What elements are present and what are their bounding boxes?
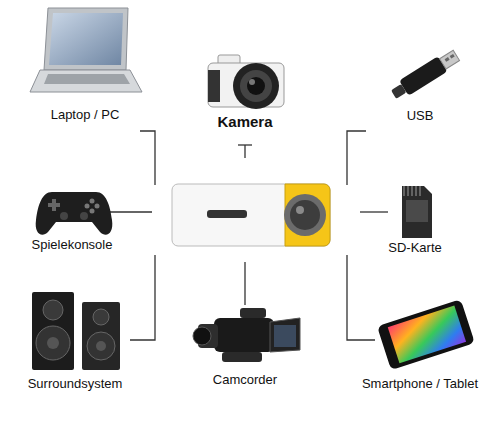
camera-icon (208, 55, 284, 109)
speaker-icon (32, 292, 120, 370)
smartphone-icon (377, 299, 475, 370)
device-label: USB (407, 108, 434, 124)
projector (172, 184, 330, 246)
device-label: Kamera (217, 113, 272, 131)
device-label: Camcorder (213, 372, 277, 388)
device-label: Surroundsystem (28, 376, 123, 392)
device-label: Laptop / PC (51, 107, 120, 123)
laptop-icon (30, 8, 142, 92)
sd-card-icon (402, 186, 432, 238)
device-label: Smartphone / Tablet (362, 376, 478, 392)
device-label: SD-Karte (388, 240, 441, 256)
device-label: Spielekonsole (32, 237, 113, 253)
camcorder-icon (193, 308, 300, 362)
usb-icon (389, 48, 461, 102)
gamepad-icon (36, 192, 113, 235)
leader-lines (110, 131, 388, 340)
